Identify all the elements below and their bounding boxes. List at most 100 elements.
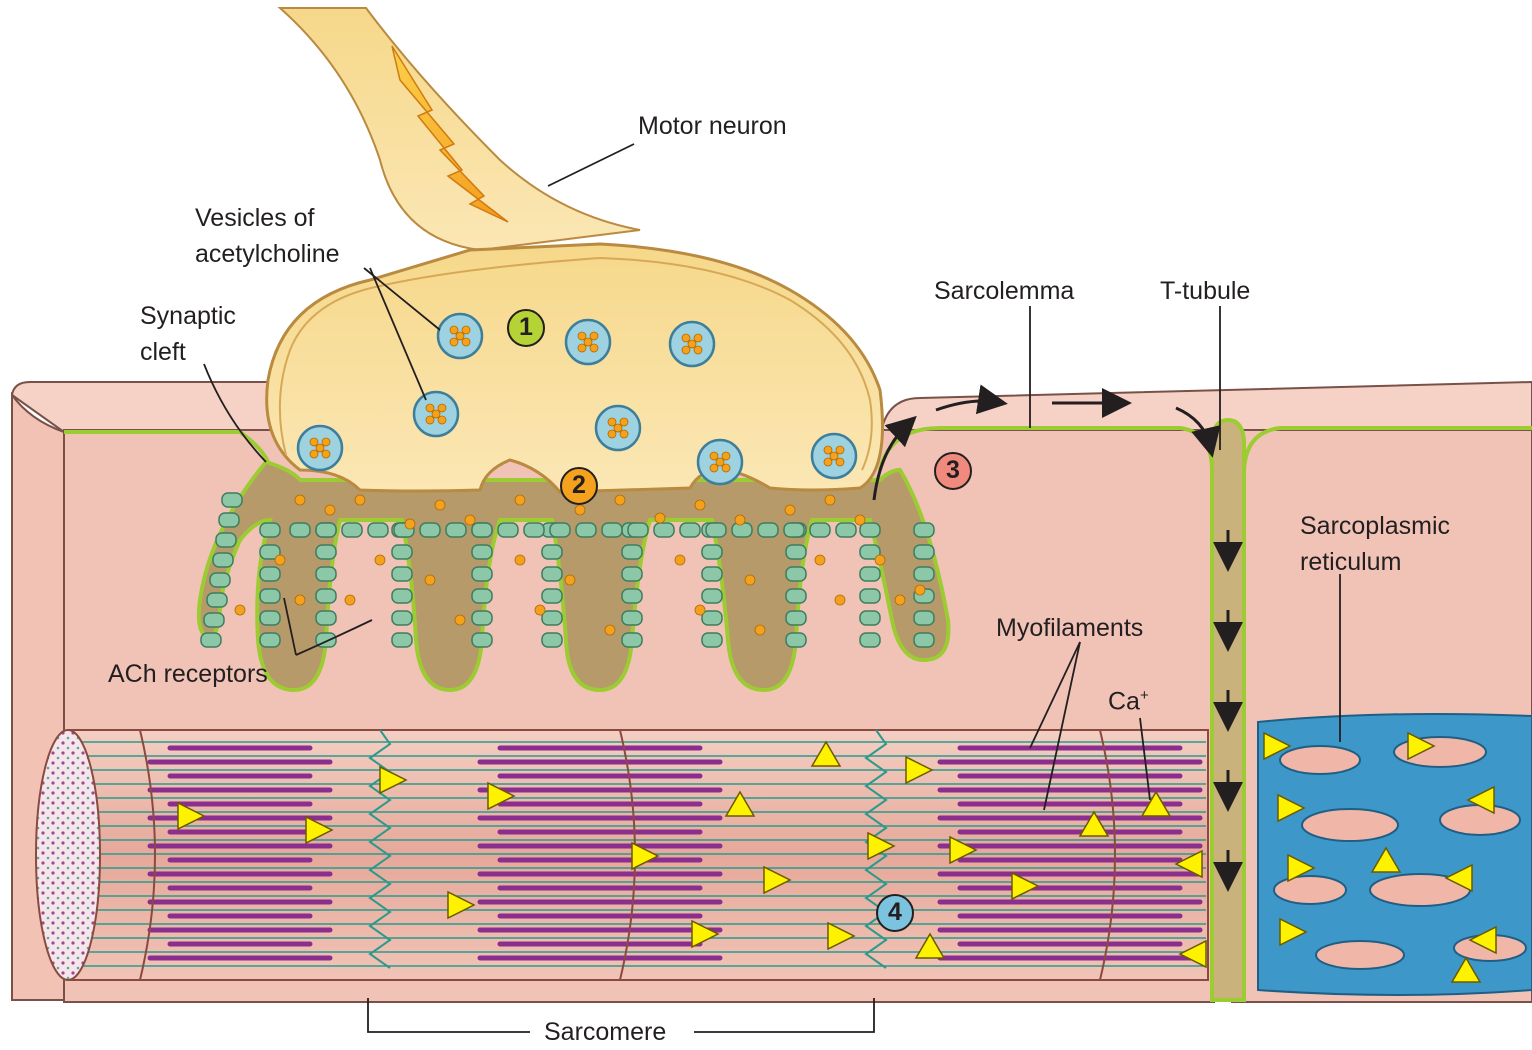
acetylcholine-molecule bbox=[745, 575, 755, 585]
label-vesicles-of-acetylcholine: Vesicles of acetylcholine bbox=[195, 200, 340, 272]
ach-receptor bbox=[914, 545, 934, 559]
ach-receptor bbox=[602, 523, 622, 537]
acetylcholine-molecule bbox=[735, 515, 745, 525]
ach-receptor bbox=[702, 589, 722, 603]
ach-receptor bbox=[576, 523, 596, 537]
acetylcholine-molecule bbox=[695, 500, 705, 510]
ach-receptor bbox=[550, 523, 570, 537]
acetylcholine-molecule bbox=[605, 625, 615, 635]
acetylcholine-molecule bbox=[655, 513, 665, 523]
ach-receptor bbox=[784, 523, 804, 537]
label-sarcolemma: Sarcolemma bbox=[934, 273, 1074, 309]
acetylcholine-molecule bbox=[695, 605, 705, 615]
ach-receptor bbox=[786, 611, 806, 625]
ach-receptor bbox=[316, 523, 336, 537]
ach-receptor bbox=[622, 589, 642, 603]
acetylcholine-molecule bbox=[435, 500, 445, 510]
ach-receptor bbox=[702, 633, 722, 647]
acetylcholine-vesicle bbox=[812, 434, 856, 478]
acetylcholine-molecule bbox=[565, 575, 575, 585]
ach-receptor bbox=[498, 523, 518, 537]
acetylcholine-molecule bbox=[405, 519, 415, 529]
acetylcholine-vesicle bbox=[414, 392, 458, 436]
label-myofilaments: Myofilaments bbox=[996, 610, 1143, 646]
acetylcholine-molecule bbox=[235, 605, 245, 615]
label-motor-neuron: Motor neuron bbox=[638, 108, 787, 144]
label-vesicles-line1: Vesicles of bbox=[195, 200, 340, 236]
acetylcholine-molecule bbox=[455, 615, 465, 625]
acetylcholine-molecule bbox=[785, 505, 795, 515]
ach-receptor bbox=[368, 523, 388, 537]
t-tubule bbox=[1212, 420, 1244, 1000]
acetylcholine-molecule bbox=[895, 595, 905, 605]
ach-receptor bbox=[260, 523, 280, 537]
ach-receptor bbox=[472, 589, 492, 603]
ach-receptor bbox=[316, 611, 336, 625]
acetylcholine-molecule bbox=[295, 495, 305, 505]
label-vesicles-line2: acetylcholine bbox=[195, 236, 340, 272]
label-calcium-symbol: Ca bbox=[1108, 687, 1140, 715]
ach-receptor bbox=[622, 633, 642, 647]
acetylcholine-molecule bbox=[815, 555, 825, 565]
ach-receptor bbox=[706, 523, 726, 537]
ach-receptor bbox=[786, 633, 806, 647]
label-t-tubule: T-tubule bbox=[1160, 273, 1250, 309]
ach-receptor bbox=[810, 523, 830, 537]
acetylcholine-molecule bbox=[425, 575, 435, 585]
ach-receptor bbox=[542, 567, 562, 581]
ach-receptor bbox=[786, 589, 806, 603]
acetylcholine-molecule bbox=[295, 595, 305, 605]
ach-receptor bbox=[392, 567, 412, 581]
sarcoplasmic-reticulum bbox=[1258, 714, 1532, 995]
label-calcium: Ca+ bbox=[1108, 678, 1149, 719]
ach-receptor bbox=[680, 523, 700, 537]
acetylcholine-molecule bbox=[915, 585, 925, 595]
ach-receptor bbox=[860, 567, 880, 581]
ach-receptor bbox=[210, 573, 230, 587]
label-synaptic-line2: cleft bbox=[140, 334, 236, 370]
step-2-marker: 2 bbox=[560, 467, 598, 505]
ach-receptor bbox=[914, 633, 934, 647]
ach-receptor bbox=[290, 523, 310, 537]
acetylcholine-molecule bbox=[575, 505, 585, 515]
label-synaptic-cleft: Synaptic cleft bbox=[140, 298, 236, 370]
ach-receptor bbox=[213, 553, 233, 567]
ach-receptor bbox=[542, 545, 562, 559]
acetylcholine-molecule bbox=[615, 495, 625, 505]
ach-receptor bbox=[914, 611, 934, 625]
acetylcholine-molecule bbox=[375, 555, 385, 565]
ach-receptor bbox=[316, 545, 336, 559]
acetylcholine-molecule bbox=[465, 515, 475, 525]
label-ach-receptors: ACh receptors bbox=[108, 656, 268, 692]
acetylcholine-molecule bbox=[825, 495, 835, 505]
ach-receptor bbox=[914, 523, 934, 537]
ach-receptor bbox=[786, 567, 806, 581]
ach-receptor bbox=[201, 633, 221, 647]
acetylcholine-molecule bbox=[325, 505, 335, 515]
ach-receptor bbox=[204, 613, 224, 627]
ach-receptor bbox=[702, 545, 722, 559]
ach-receptor bbox=[472, 523, 492, 537]
ach-receptor bbox=[860, 523, 880, 537]
acetylcholine-molecule bbox=[515, 555, 525, 565]
label-sarcomere: Sarcomere bbox=[544, 1014, 666, 1050]
ach-receptor bbox=[472, 567, 492, 581]
label-sr-line1: Sarcoplasmic bbox=[1300, 508, 1450, 544]
ach-receptor bbox=[524, 523, 544, 537]
acetylcholine-molecule bbox=[855, 515, 865, 525]
ach-receptor bbox=[622, 567, 642, 581]
label-sr-line2: reticulum bbox=[1300, 544, 1450, 580]
ach-receptor bbox=[216, 533, 236, 547]
acetylcholine-molecule bbox=[275, 555, 285, 565]
ach-receptor bbox=[392, 633, 412, 647]
acetylcholine-molecule bbox=[835, 595, 845, 605]
ach-receptor bbox=[860, 611, 880, 625]
ach-receptor bbox=[860, 589, 880, 603]
label-calcium-charge: + bbox=[1140, 687, 1149, 704]
ach-receptor bbox=[758, 523, 778, 537]
ach-receptor bbox=[207, 593, 227, 607]
ach-receptor bbox=[260, 633, 280, 647]
ach-receptor bbox=[702, 567, 722, 581]
ach-receptor bbox=[260, 589, 280, 603]
ach-receptor bbox=[732, 523, 752, 537]
